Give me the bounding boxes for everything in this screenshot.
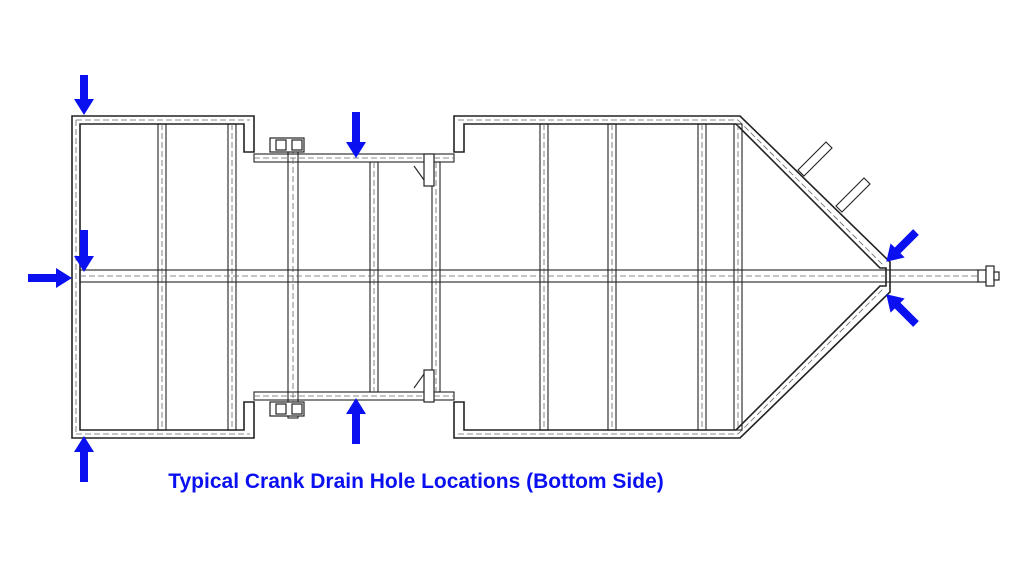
drain-arrow-rear-bottom-corner-icon bbox=[74, 436, 94, 482]
drain-arrow-rear-side-icon bbox=[28, 268, 72, 288]
drain-arrow-tongue-lower-icon bbox=[886, 294, 919, 327]
front-cross-members bbox=[539, 123, 743, 431]
drain-arrow-axle-bottom-icon bbox=[346, 398, 366, 444]
rear-cross-members bbox=[157, 123, 237, 431]
diagram-caption: Typical Crank Drain Hole Locations (Bott… bbox=[168, 470, 664, 493]
drain-arrow-rear-center-icon bbox=[74, 230, 94, 272]
drain-arrow-axle-top-icon bbox=[346, 112, 366, 158]
center-spine-tongue bbox=[79, 265, 1000, 287]
spring-hangers bbox=[269, 137, 435, 417]
axle-section bbox=[253, 139, 455, 419]
drain-arrow-tongue-upper-icon bbox=[886, 229, 919, 262]
stake-pockets bbox=[797, 141, 871, 213]
drain-arrows bbox=[28, 75, 919, 482]
drain-arrow-rear-top-corner-icon bbox=[74, 75, 94, 115]
front-frame-section bbox=[453, 115, 891, 439]
rear-frame-section bbox=[71, 115, 255, 439]
